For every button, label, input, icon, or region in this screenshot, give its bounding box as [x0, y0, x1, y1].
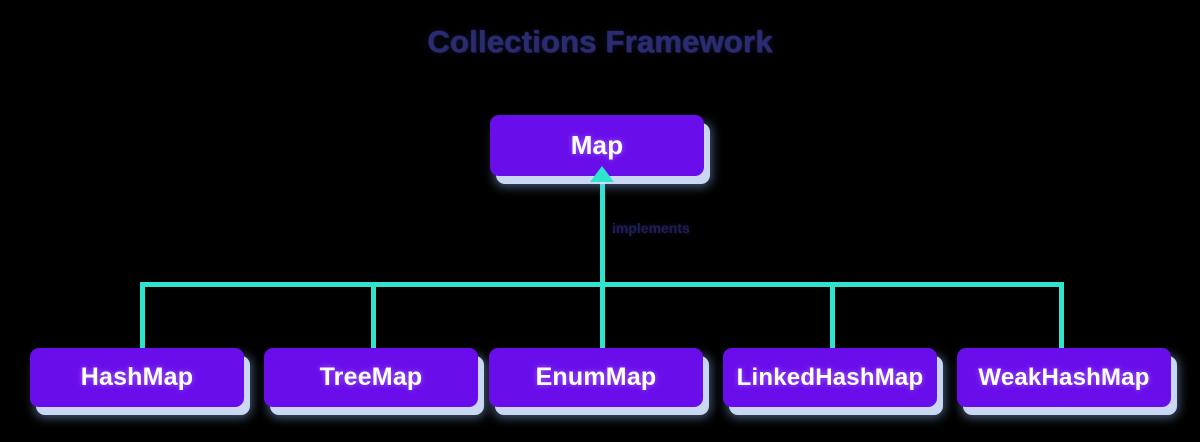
node-hashmap[interactable]: HashMap [30, 348, 244, 407]
edge-label-implements: implements [612, 220, 690, 236]
connector-drop-linkedhashmap [830, 282, 835, 352]
connector-drop-weakhashmap [1059, 282, 1064, 352]
node-linkedhashmap-label: LinkedHashMap [736, 363, 924, 391]
connector-drop-treemap [371, 282, 376, 352]
page-title: Collections Framework [427, 24, 773, 59]
node-map[interactable]: Map [490, 115, 704, 176]
node-treemap-label: TreeMap [319, 363, 423, 391]
connector-drop-hashmap [140, 282, 145, 352]
arrow-up-icon [590, 166, 614, 182]
connector-trunk-vertical [600, 178, 605, 286]
node-hashmap-label: HashMap [80, 363, 194, 391]
node-enummap[interactable]: EnumMap [489, 348, 703, 407]
node-map-label: Map [570, 130, 624, 160]
node-treemap[interactable]: TreeMap [264, 348, 478, 407]
connector-drop-enummap [600, 282, 605, 352]
node-weakhashmap-label: WeakHashMap [978, 363, 1150, 391]
node-weakhashmap[interactable]: WeakHashMap [957, 348, 1171, 407]
node-linkedhashmap[interactable]: LinkedHashMap [723, 348, 937, 407]
node-enummap-label: EnumMap [535, 363, 657, 391]
